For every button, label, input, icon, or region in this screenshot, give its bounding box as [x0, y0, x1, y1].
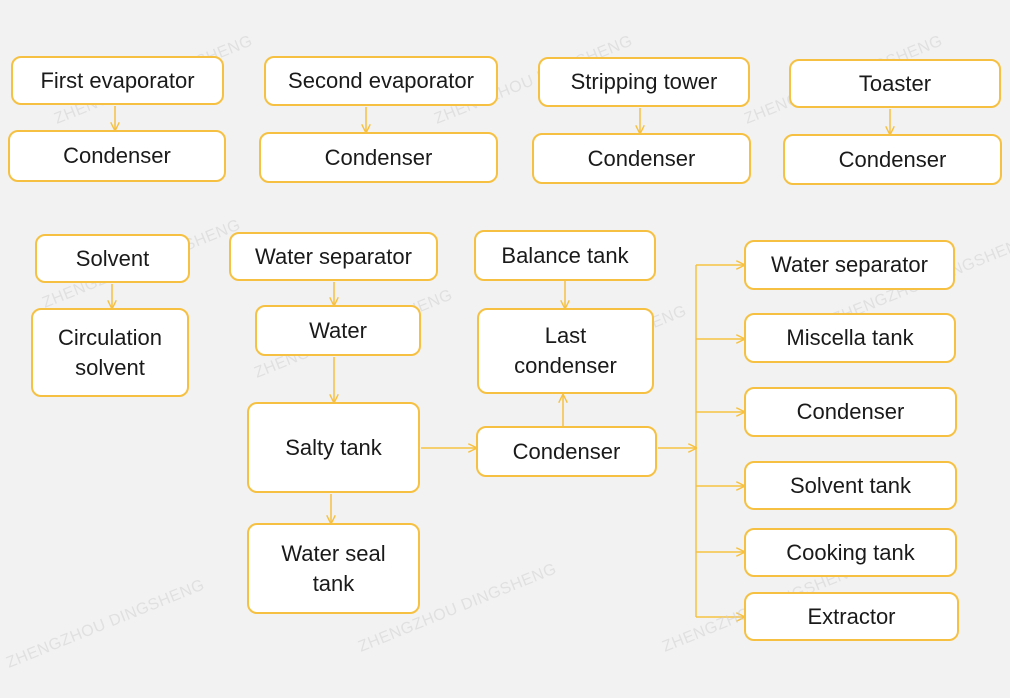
node-water-seal-tank: Water seal tank — [247, 523, 420, 614]
node-condenser-right: Condenser — [744, 387, 957, 437]
node-second-evaporator: Second evaporator — [264, 56, 498, 106]
node-water-separator: Water separator — [229, 232, 438, 281]
node-extractor: Extractor — [744, 592, 959, 641]
node-cooking-tank: Cooking tank — [744, 528, 957, 577]
node-first-evaporator: First evaporator — [11, 56, 224, 105]
node-last-condenser: Last condenser — [477, 308, 654, 394]
node-solvent-tank: Solvent tank — [744, 461, 957, 510]
node-condenser-1: Condenser — [8, 130, 226, 182]
node-water: Water — [255, 305, 421, 356]
node-condenser-2: Condenser — [259, 132, 498, 183]
node-condenser-3: Condenser — [532, 133, 751, 184]
node-water-separator-right: Water separator — [744, 240, 955, 290]
node-condenser-4: Condenser — [783, 134, 1002, 185]
node-toaster: Toaster — [789, 59, 1001, 108]
node-stripping-tower: Stripping tower — [538, 57, 750, 107]
node-balance-tank: Balance tank — [474, 230, 656, 281]
node-circulation-solvent: Circulation solvent — [31, 308, 189, 397]
node-miscella-tank: Miscella tank — [744, 313, 956, 363]
node-salty-tank: Salty tank — [247, 402, 420, 493]
node-condenser-center: Condenser — [476, 426, 657, 477]
node-solvent: Solvent — [35, 234, 190, 283]
